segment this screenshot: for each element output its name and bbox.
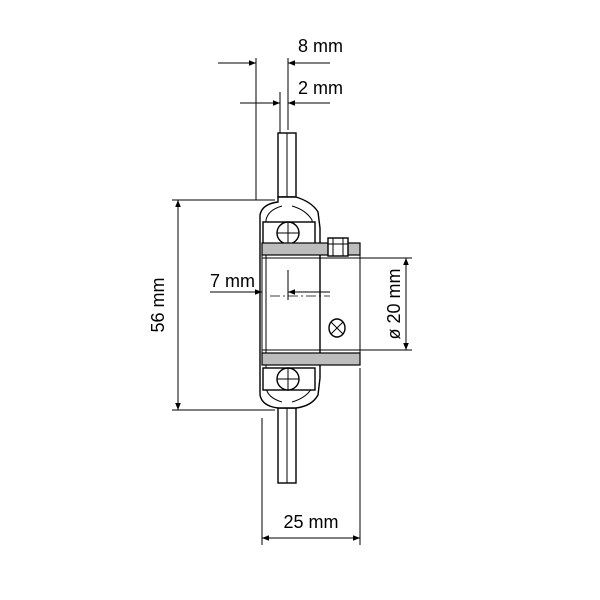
dimension-25mm: 25 mm — [261, 368, 361, 545]
ball-upper — [276, 221, 300, 245]
dimension-7mm: 7 mm — [210, 270, 330, 300]
set-screw-lower — [328, 318, 346, 338]
dimension-bore-diameter-label: ø 20 mm — [384, 268, 404, 339]
dimension-2mm: 2 mm — [240, 78, 343, 133]
set-screw-upper — [327, 237, 349, 257]
flange-housing — [259, 132, 321, 484]
dimension-bore-diameter: ø 20 mm — [360, 257, 412, 351]
dimension-2mm-label: 2 mm — [298, 78, 343, 98]
dimension-8mm: 8 mm — [218, 36, 343, 200]
dimension-25mm-label: 25 mm — [283, 512, 338, 532]
dimension-8mm-label: 8 mm — [298, 36, 343, 56]
dimension-56mm: 56 mm — [148, 199, 275, 411]
ball-lower — [276, 367, 300, 391]
dimension-56mm-label: 56 mm — [148, 277, 168, 332]
dimension-7mm-label: 7 mm — [210, 271, 255, 291]
